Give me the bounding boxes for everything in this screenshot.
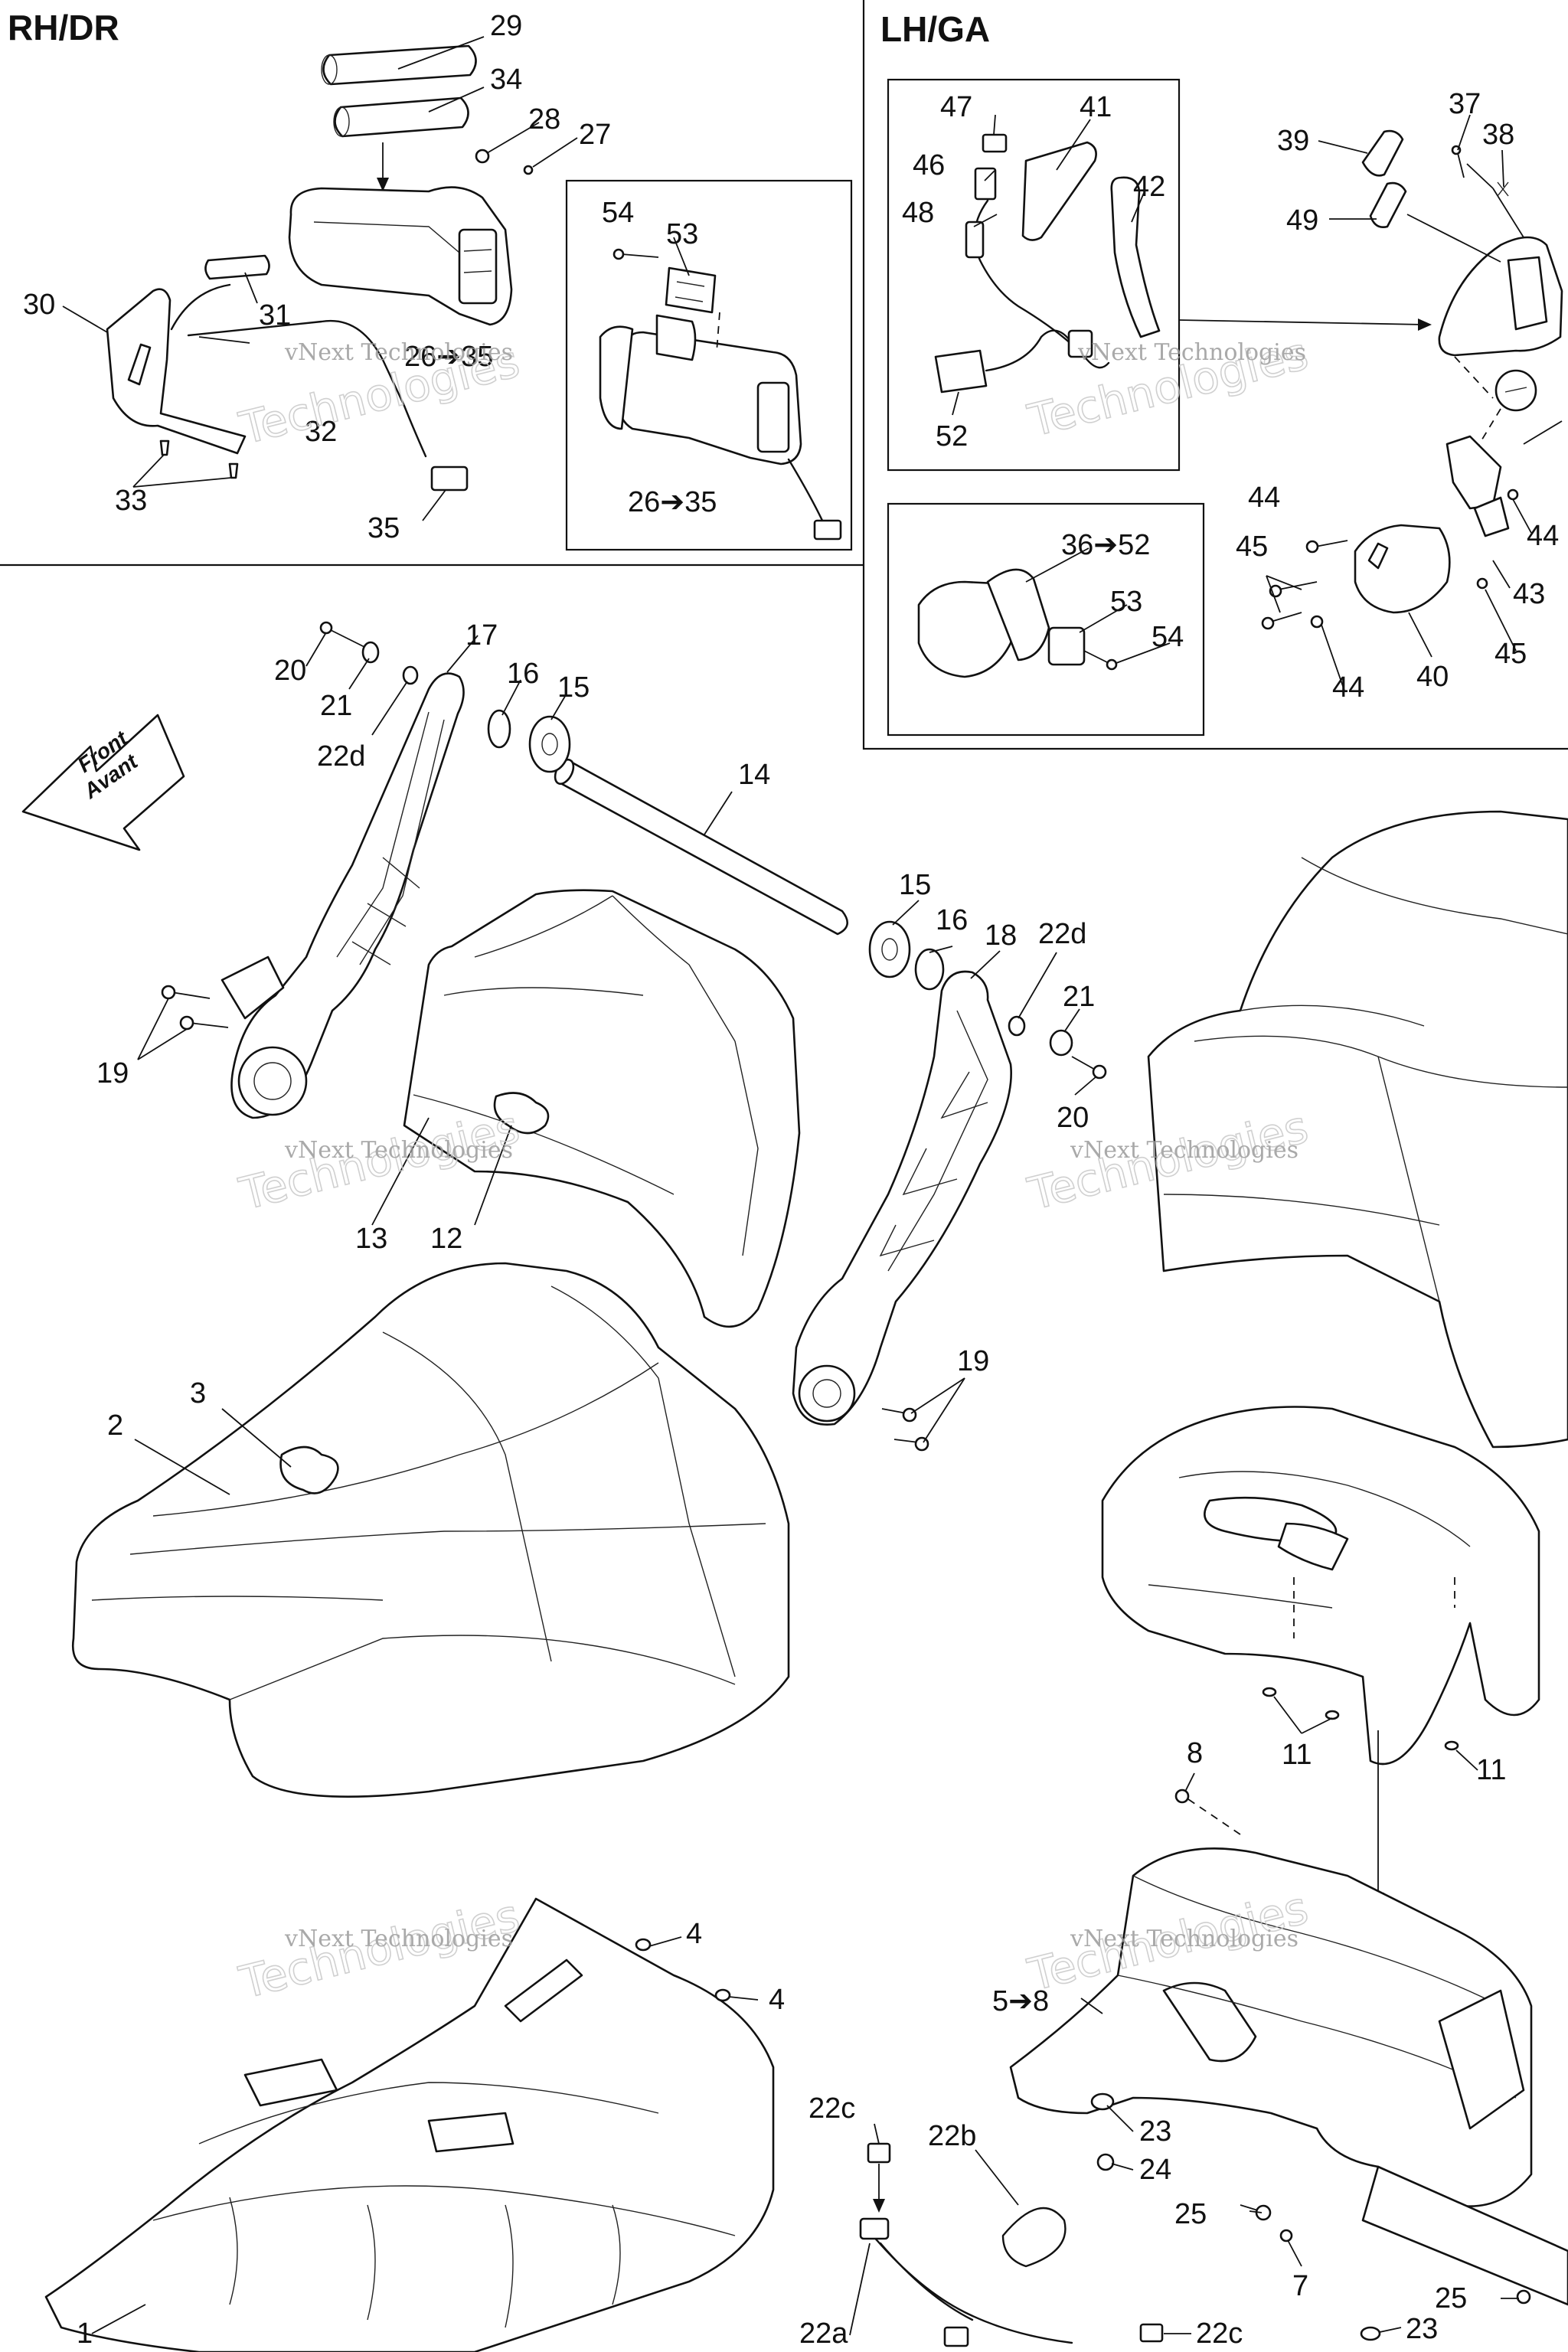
callout-39: 39 xyxy=(1277,125,1309,157)
callout-11-b: 11 xyxy=(1476,1754,1506,1786)
callout-20-a: 20 xyxy=(274,655,306,687)
callout-labels: 29 34 28 27 30 31 26➔35 32 33 35 54 53 2… xyxy=(23,10,1559,2350)
callout-22c-a: 22c xyxy=(808,2092,855,2125)
lh-switch-inset xyxy=(917,568,1118,678)
watermark-small-1: vNext Technologies xyxy=(284,339,513,366)
callout-22c-b: 22c xyxy=(1196,2318,1243,2350)
callout-13: 13 xyxy=(355,1223,387,1255)
rh-grip-assembly xyxy=(106,44,534,492)
callout-45-a: 45 xyxy=(1236,531,1268,563)
rh-section-title: RH/DR xyxy=(8,8,119,47)
callout-14: 14 xyxy=(738,759,770,791)
lh-section-title: LH/GA xyxy=(880,9,990,49)
callout-43: 43 xyxy=(1513,578,1545,610)
callout-40: 40 xyxy=(1416,661,1449,693)
callout-46: 46 xyxy=(913,149,945,181)
callout-15-a: 15 xyxy=(557,671,590,704)
callout-21-b: 21 xyxy=(1063,981,1095,1013)
callout-26-35-a: 26➔35 xyxy=(404,341,493,373)
callout-5-8: 5➔8 xyxy=(992,1985,1049,2017)
rear-passenger-seat xyxy=(1147,810,1568,1449)
callout-34: 34 xyxy=(490,64,522,96)
callout-16-b: 16 xyxy=(936,904,968,936)
callout-35: 35 xyxy=(368,512,400,544)
callout-28: 28 xyxy=(528,103,560,136)
callout-32: 32 xyxy=(305,416,337,448)
callout-22d-a: 22d xyxy=(317,740,365,773)
callout-8: 8 xyxy=(1187,1737,1203,1769)
callout-52: 52 xyxy=(936,420,968,452)
callout-31: 31 xyxy=(259,299,291,332)
callout-15-b: 15 xyxy=(899,869,931,901)
callout-22d-b: 22d xyxy=(1038,918,1086,950)
watermark-small-5: vNext Technologies xyxy=(284,1926,513,1952)
pivot-shaft-14 xyxy=(161,621,1107,1080)
callout-49: 49 xyxy=(1286,204,1318,237)
callout-22a: 22a xyxy=(799,2318,848,2350)
callout-44-a: 44 xyxy=(1248,482,1280,514)
callout-4-b: 4 xyxy=(769,1984,785,2016)
callout-21-a: 21 xyxy=(320,690,352,722)
callout-25-b: 25 xyxy=(1435,2282,1467,2314)
lh-grip-inset xyxy=(934,133,1161,394)
callout-30: 30 xyxy=(23,289,55,321)
watermark-small-4: vNext Technologies xyxy=(1070,1137,1298,1164)
wiring-harness-22 xyxy=(859,2142,1164,2347)
callout-44-c: 44 xyxy=(1332,671,1364,704)
front-direction-arrow: Front Avant xyxy=(21,714,185,851)
callout-24: 24 xyxy=(1139,2154,1171,2186)
callout-48: 48 xyxy=(902,197,934,229)
callout-11-a: 11 xyxy=(1282,1739,1312,1771)
callout-33: 33 xyxy=(115,485,147,517)
rh-heater-inset xyxy=(599,248,842,541)
callout-45-b: 45 xyxy=(1494,638,1527,670)
callout-20-b: 20 xyxy=(1057,1102,1089,1134)
callout-1: 1 xyxy=(77,2318,93,2350)
callout-36-52: 36➔52 xyxy=(1061,529,1150,561)
callout-19-a: 19 xyxy=(96,1057,129,1089)
pivot-arm-18 xyxy=(792,970,1012,1452)
callout-26-35-b: 26➔35 xyxy=(628,486,717,518)
callout-54-a: 54 xyxy=(602,197,634,229)
callout-41: 41 xyxy=(1080,91,1112,123)
backrest-12 xyxy=(403,889,801,1328)
callout-25-a: 25 xyxy=(1174,2198,1207,2230)
callout-53-b: 53 xyxy=(1110,586,1142,618)
rear-rack-11 xyxy=(1101,1406,1540,1906)
callout-44-b: 44 xyxy=(1527,520,1559,552)
callout-12: 12 xyxy=(430,1223,462,1255)
callout-23-b: 23 xyxy=(1406,2313,1438,2345)
callout-29: 29 xyxy=(490,10,522,42)
seat-base-1 xyxy=(44,1897,775,2352)
callout-17: 17 xyxy=(466,619,498,652)
callout-47: 47 xyxy=(940,91,972,123)
callout-19-b: 19 xyxy=(957,1345,989,1377)
callout-37: 37 xyxy=(1449,88,1481,120)
callout-53-a: 53 xyxy=(666,218,698,250)
callout-42: 42 xyxy=(1133,171,1165,203)
callout-2: 2 xyxy=(107,1410,123,1442)
pivot-arm-17 xyxy=(220,672,465,1119)
lh-handle xyxy=(1261,129,1563,630)
callout-54-b: 54 xyxy=(1152,621,1184,653)
callout-38: 38 xyxy=(1482,119,1514,151)
seat-frame-5-8 xyxy=(1009,1788,1568,2341)
callout-3: 3 xyxy=(190,1377,206,1410)
section-frames xyxy=(0,0,1568,750)
callout-4-a: 4 xyxy=(686,1918,702,1950)
callout-22b: 22b xyxy=(928,2120,976,2152)
watermark-small-3: vNext Technologies xyxy=(284,1137,513,1164)
leader-lines xyxy=(62,36,1532,2336)
watermark-small-2: vNext Technologies xyxy=(1077,339,1306,366)
callout-7: 7 xyxy=(1292,2270,1308,2302)
callout-16-a: 16 xyxy=(507,658,539,690)
callout-23-a: 23 xyxy=(1139,2115,1171,2148)
watermark-small-6: vNext Technologies xyxy=(1070,1926,1298,1952)
callout-27: 27 xyxy=(579,119,611,151)
seat-cushion-2 xyxy=(71,1262,790,1798)
callout-18: 18 xyxy=(985,920,1017,952)
